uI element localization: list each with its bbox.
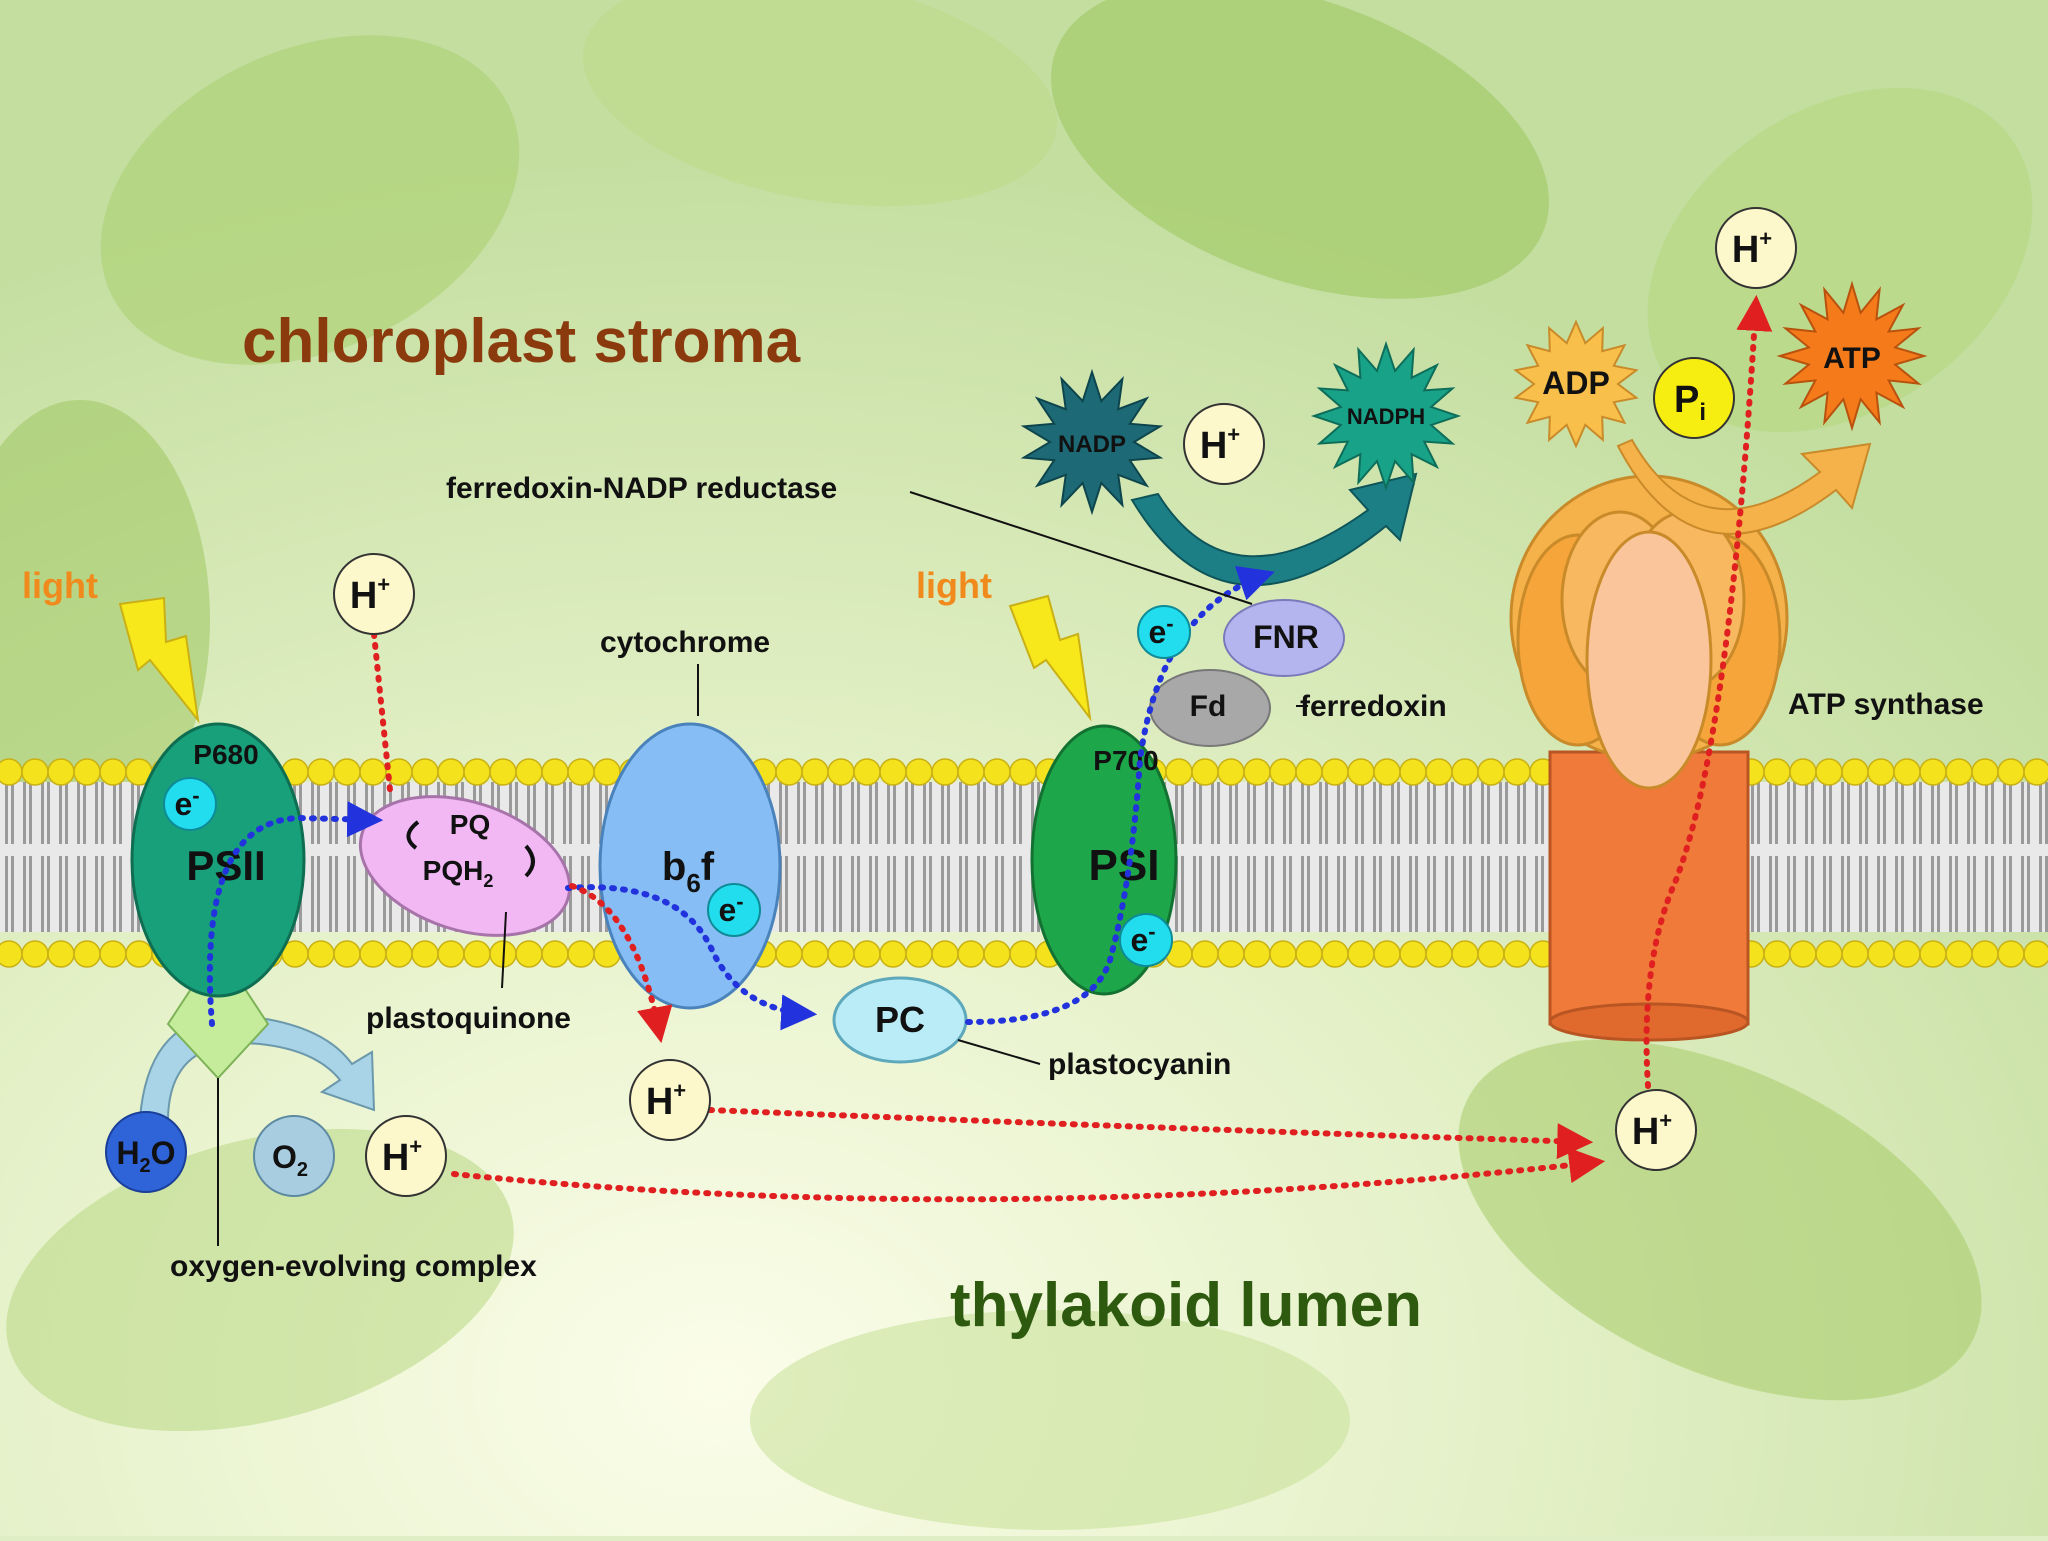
proton-icon: H+ — [629, 1059, 711, 1141]
pc-label: PC — [875, 999, 925, 1040]
plastoquinone-pool: PQ PQH2 — [358, 795, 572, 937]
pqh2-label: PQH2 — [423, 855, 494, 891]
nadp-label: NADP — [1058, 431, 1126, 458]
atp-synthesis-arrow — [1616, 438, 1872, 535]
stroma-label: chloroplast stroma — [242, 307, 801, 376]
svg-text:e-: e- — [1130, 919, 1155, 958]
plastocyanin: PC — [832, 976, 968, 1064]
svg-text:H+: H+ — [1200, 422, 1240, 467]
light-label-psi: light — [916, 565, 992, 606]
fnr-complex: FNR — [1223, 599, 1345, 677]
proton-icon: H+ — [333, 553, 415, 635]
oxygen-molecule: O2 — [253, 1115, 335, 1197]
svg-text:H+: H+ — [1632, 1108, 1672, 1153]
psii-pigment-label: P680 — [193, 739, 258, 770]
adp-label: ADP — [1542, 365, 1610, 401]
svg-text:H+: H+ — [646, 1078, 686, 1123]
atp-synthase-name-label: ATP synthase — [1788, 688, 1984, 721]
proton-icon: H+ — [1715, 207, 1797, 289]
nadph-label: NADPH — [1347, 404, 1425, 429]
pi-label: Pi — [1674, 379, 1706, 426]
svg-text:H+: H+ — [1732, 226, 1772, 271]
svg-text:e-: e- — [718, 889, 743, 928]
electron-icon: e- — [707, 883, 761, 937]
fd-label: Fd — [1190, 690, 1227, 723]
electron-icon: e- — [1119, 913, 1173, 967]
atp-label: ATP — [1823, 342, 1881, 375]
plastocyanin-name-label: plastocyanin — [1048, 1048, 1231, 1081]
svg-text:H+: H+ — [382, 1134, 422, 1179]
b6f-label: b6f — [662, 845, 715, 898]
proton-icon: H+ — [1183, 403, 1265, 485]
plastoquinone-name-label: plastoquinone — [366, 1002, 571, 1035]
proton-flow-path — [371, 294, 1773, 1203]
svg-text:e-: e- — [174, 783, 199, 822]
ferredoxin-name-label: ferredoxin — [1300, 690, 1447, 723]
callout-lines — [217, 491, 1308, 1246]
water-molecule: H2O — [105, 1111, 187, 1193]
psii-label: PSII — [186, 842, 265, 889]
cytochrome-b6f: b6f — [598, 722, 782, 1010]
light-bolt-icon — [1008, 594, 1092, 722]
svg-text:H+: H+ — [350, 572, 390, 617]
nadph-starburst — [1310, 340, 1462, 492]
fnr-label: FNR — [1253, 619, 1319, 655]
fnr-name-label: ferredoxin-NADP reductase — [446, 472, 837, 505]
atp-synthase — [1509, 474, 1789, 1042]
nadp-starburst — [1020, 368, 1164, 516]
electron-icon: e- — [163, 777, 217, 831]
psii-complex: P680 PSII — [130, 722, 306, 998]
atp-starburst — [1776, 280, 1928, 432]
proton-icon: H+ — [1615, 1089, 1697, 1171]
phosphate-molecule: Pi — [1653, 357, 1735, 439]
ferredoxin-complex: Fd — [1149, 669, 1271, 747]
lumen-label: thylakoid lumen — [950, 1271, 1422, 1340]
water-label: H2O — [116, 1135, 175, 1177]
nadph-synthesis-arrow — [1130, 472, 1418, 586]
oxygen-label: O2 — [272, 1139, 308, 1181]
psi-complex: P700 PSI — [1030, 724, 1178, 996]
svg-text:e-: e- — [1148, 611, 1173, 650]
psi-pigment-label: P700 — [1093, 745, 1158, 776]
adp-starburst — [1513, 319, 1639, 449]
electron-icon: e- — [1137, 605, 1191, 659]
oec-name-label: oxygen-evolving complex — [170, 1250, 537, 1283]
light-bolt-icon — [118, 596, 200, 724]
proton-icon: H+ — [365, 1115, 447, 1197]
light-label-psii: light — [22, 565, 98, 606]
cytochrome-name-label: cytochrome — [600, 626, 770, 659]
pq-label: PQ — [450, 809, 490, 840]
